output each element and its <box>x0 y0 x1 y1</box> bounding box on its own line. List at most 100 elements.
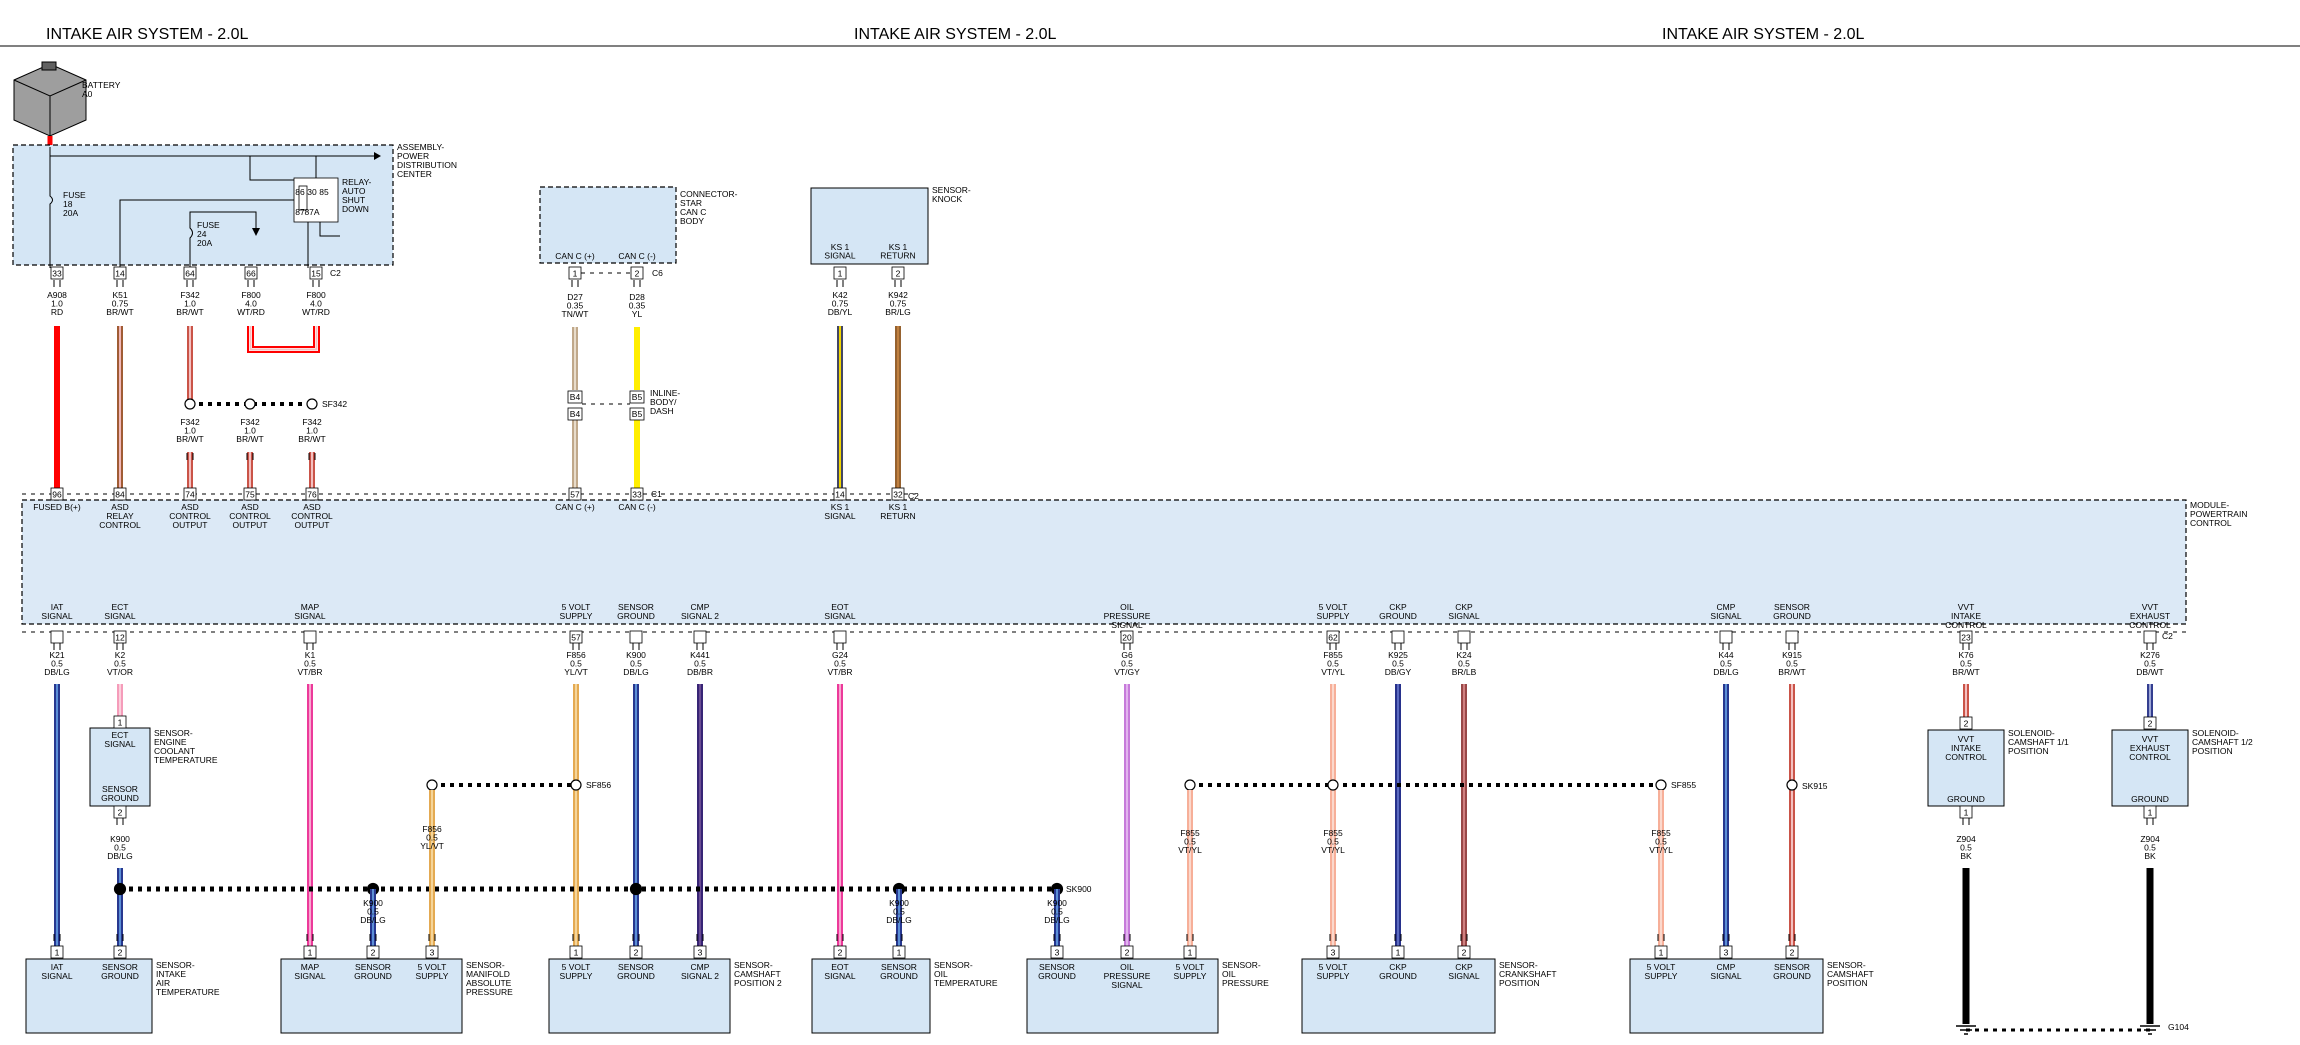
pcm-bottom-wire-spec: 0.5 <box>834 659 846 669</box>
inline-pin-box <box>629 407 645 421</box>
wire-f800-loop <box>247 326 320 353</box>
battery-icon <box>13 79 87 136</box>
header-title-left: INTAKE AIR SYSTEM - 2.0L <box>46 26 249 43</box>
relay-coil-icon <box>298 185 308 211</box>
solenoid-control-label: VVT <box>1958 734 1975 744</box>
pin-number: 33 <box>52 269 62 279</box>
star-connector-name-label: STAR <box>680 198 702 208</box>
knock-signal-label: SIGNAL <box>824 251 855 261</box>
pcm-bottom-pin-box <box>1120 630 1134 644</box>
pin-number: 2 <box>118 808 123 818</box>
pcm-bottom-pin-box <box>1326 630 1340 644</box>
pcm-bottom-pin-label: ECT <box>112 602 129 612</box>
sensor-bottom-pin-label: SUPPLY <box>560 971 593 981</box>
sensor-bottom-name-label: TEMPERATURE <box>156 987 220 997</box>
pcm-top-pin-label: ASD <box>303 502 320 512</box>
relay-asd-icon <box>293 177 339 223</box>
pcm-bottom-wire-spec: VT/OR <box>107 667 133 677</box>
sensor-bottom-pin-label: SIGNAL <box>294 971 325 981</box>
k900-wire-spec: DB/LG <box>107 851 133 861</box>
pcm-top-pin-label: CONTROL <box>99 520 141 530</box>
knock-wire-spec: K942 <box>888 290 908 300</box>
pdc-wire-spec: K51 <box>112 290 127 300</box>
pcm-bottom-wire-spec: K925 <box>1388 650 1408 660</box>
f855-wire-spec: VT/YL <box>1178 845 1202 855</box>
pcm-bottom-pin-box <box>50 630 64 644</box>
pcm-bottom-wire-spec: VT/YL <box>1321 667 1345 677</box>
z904-wire-spec: Z904 <box>2140 834 2160 844</box>
pcm-bottom-wire-spec: VT/BR <box>297 667 322 677</box>
asd-wire-spec: 1.0 <box>184 426 196 436</box>
pin-number: 2 <box>1790 948 1795 958</box>
sensor-bottom-pin-label: GROUND <box>1773 971 1811 981</box>
pcm-bottom-wire-spec: DB/WT <box>2136 667 2163 677</box>
sensor-bottom-name-label: MANIFOLD <box>466 969 510 979</box>
sensor-bottom-pin-label: 5 VOLT <box>562 962 591 972</box>
pcm-top-pin-label: KS 1 <box>889 502 908 512</box>
pdc-pin-box <box>113 266 127 280</box>
sensor-bottom-pin-box <box>1183 945 1197 959</box>
pin-number: 57 <box>571 633 581 643</box>
sensor-bottom-pin-label: GROUND <box>101 971 139 981</box>
pdc-wire-spec: WT/RD <box>302 307 330 317</box>
relay-name-label: RELAY- <box>342 177 371 187</box>
solenoid-control-label: EXHAUST <box>2130 743 2170 753</box>
sensor-bottom-pin-box <box>425 945 439 959</box>
can-wire-spec: YL <box>632 309 643 319</box>
pcm-bottom-pin-box <box>1959 630 1973 644</box>
fuse-24-label: 20A <box>197 238 212 248</box>
pcm-bottom-wire-spec: K44 <box>1718 650 1733 660</box>
sensor-bottom-pin-label: SIGNAL <box>1111 980 1142 990</box>
sensor-bottom-pin-label: GROUND <box>880 971 918 981</box>
f855-wire-spec: 0.5 <box>1655 837 1667 847</box>
solenoid-name-label: POSITION <box>2008 746 2049 756</box>
pin-number: 66 <box>246 269 256 279</box>
pcm-bottom-wire-spec: 0.5 <box>1327 659 1339 669</box>
knock-wire-spec: DB/YL <box>828 307 853 317</box>
sensor-bottom-name-label: POSITION 2 <box>734 978 782 988</box>
solenoid-control-label: CONTROL <box>2129 752 2171 762</box>
pcm-bottom-pin-label: CKP <box>1389 602 1407 612</box>
sensor-bottom-pin-label: CKP <box>1455 962 1473 972</box>
pin-number: 64 <box>185 269 195 279</box>
splice-sk900-point <box>113 882 127 896</box>
pin-number: 62 <box>1328 633 1338 643</box>
pcm-bottom-wire-spec: 0.5 <box>1960 659 1972 669</box>
pcm-bottom-pin-label: SIGNAL 2 <box>681 611 719 621</box>
pcm-top-pin-box <box>50 487 64 501</box>
sensor-bottom-pin-label: GROUND <box>354 971 392 981</box>
pcm-bottom-pin-box <box>1719 630 1733 644</box>
knock-return-label: RETURN <box>880 251 915 261</box>
pdc-pin-box <box>183 266 197 280</box>
pcm-connector-c1-label: C1 <box>651 489 662 499</box>
pin-number: 2 <box>1462 948 1467 958</box>
ect-ground-label: GROUND <box>101 793 139 803</box>
pcm-top-pin-label: OUTPUT <box>173 520 208 530</box>
pcm-bottom-pin-box <box>1391 630 1405 644</box>
pin-number: 96 <box>52 490 62 500</box>
solenoid-pin-box <box>1959 716 1973 730</box>
pcm-top-pin-label: OUTPUT <box>295 520 330 530</box>
f855-wire-spec: F855 <box>1651 828 1671 838</box>
battery-label: A0 <box>82 89 93 99</box>
k900-wire-spec: K900 <box>889 898 909 908</box>
pin-number: 3 <box>430 948 435 958</box>
sensor-bottom-pin-box <box>1326 945 1340 959</box>
pcm-name-label: POWERTRAIN <box>2190 509 2247 519</box>
sensor-bottom-pin-box <box>366 945 380 959</box>
sensor-bottom-pin-label: EOT <box>831 962 848 972</box>
pin-number: 2 <box>896 269 901 279</box>
splice-sf856-point <box>426 779 438 791</box>
sensor-bottom-pin-box <box>693 945 707 959</box>
sensor-bottom-pin-label: SENSOR <box>1039 962 1075 972</box>
sensor-bottom-pin-label: CKP <box>1389 962 1407 972</box>
pcm-bottom-pin-label: CMP <box>691 602 710 612</box>
sensor-bottom-pin-label: SIGNAL <box>41 971 72 981</box>
splice-sf855-point <box>1184 779 1196 791</box>
pcm-bottom-pin-label: GROUND <box>617 611 655 621</box>
pcm-top-pin-label: OUTPUT <box>233 520 268 530</box>
pcm-bottom-wire-spec: 0.5 <box>694 659 706 669</box>
pdc-wire-spec: 4.0 <box>310 299 322 309</box>
can-wire-spec: D27 <box>567 292 583 302</box>
pcm-bottom-wire-spec: G6 <box>1121 650 1133 660</box>
